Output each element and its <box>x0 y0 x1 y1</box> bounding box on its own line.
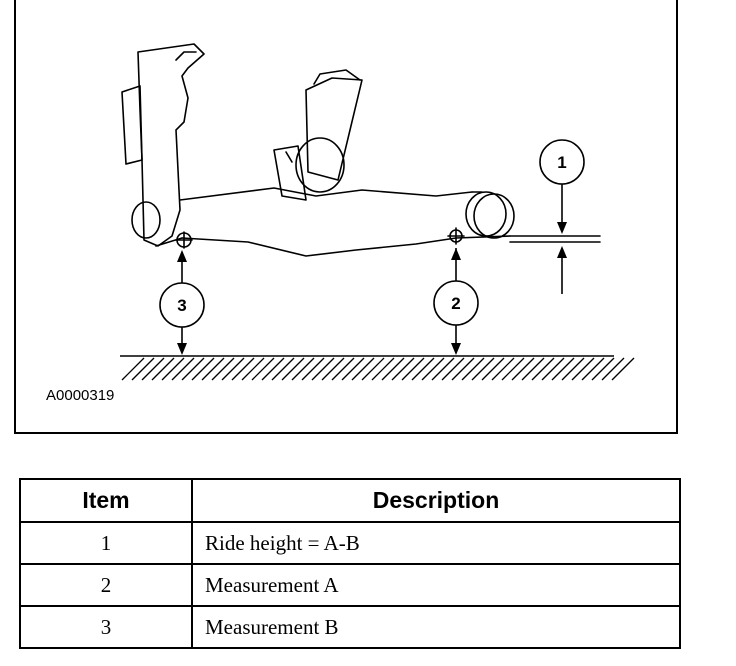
ground-hatch-line <box>551 357 575 381</box>
ground-hatch-line <box>421 357 445 381</box>
ground-hatch-line <box>431 357 455 381</box>
ground-hatch-line <box>351 357 375 381</box>
ground-hatch-line <box>571 357 595 381</box>
ground-hatch-line <box>511 357 535 381</box>
ground-hatch-line <box>521 357 545 381</box>
knuckle <box>121 43 205 247</box>
ground-hatch-line <box>341 357 365 381</box>
ground-hatch-line <box>241 357 265 381</box>
callout-1-label: 1 <box>557 153 566 172</box>
ground-hatch-line <box>271 357 295 381</box>
ground-hatch-line <box>131 357 155 381</box>
figure-id-label: A0000319 <box>46 387 115 404</box>
header-item: Item <box>19 478 193 523</box>
ground-hatch-line <box>611 357 635 381</box>
shock-absorber <box>273 69 363 201</box>
ground-hatch-line <box>561 357 585 381</box>
ground-hatch-line <box>151 357 175 381</box>
row-description: Measurement A <box>191 563 681 607</box>
item-description-table: Item Description 1 Ride height = A-B 2 M… <box>19 478 681 649</box>
ground-hatch-line <box>281 357 305 381</box>
ground-hatch-line <box>581 357 605 381</box>
ground-hatch-line <box>451 357 475 381</box>
ground-hatch-line <box>401 357 425 381</box>
ground-surface <box>120 355 635 381</box>
table-row: 1 Ride height = A-B <box>19 521 681 565</box>
ground-hatch-line <box>171 357 195 381</box>
ground-hatch-line <box>601 357 625 381</box>
ground-hatch-line <box>291 357 315 381</box>
ground-hatch-line <box>471 357 495 381</box>
callout-3: 3 <box>159 250 205 355</box>
ground-hatch-line <box>491 357 515 381</box>
callout-2-label: 2 <box>451 294 460 313</box>
ground-hatch-line <box>161 357 185 381</box>
callout-1: 1 <box>539 139 585 294</box>
ground-hatch-line <box>391 357 415 381</box>
row-item: 3 <box>19 605 193 649</box>
ground-hatch-line <box>191 357 215 381</box>
ground-hatch-line <box>181 357 205 381</box>
row-description: Ride height = A-B <box>191 521 681 565</box>
ground-hatch-line <box>231 357 255 381</box>
callout-3-label: 3 <box>177 296 186 315</box>
measurement-point-b <box>175 231 193 249</box>
row-item: 1 <box>19 521 193 565</box>
pivot-bushing <box>465 191 515 239</box>
ground-hatch-line <box>121 357 145 381</box>
ground-hatch-line <box>301 357 325 381</box>
ground-hatch-line <box>381 357 405 381</box>
ground-hatch-line <box>211 357 235 381</box>
ground-hatch-line <box>441 357 465 381</box>
ground-hatch-line <box>591 357 615 381</box>
table-row: 3 Measurement B <box>19 605 681 649</box>
ground-hatch-line <box>331 357 355 381</box>
ground-hatch-line <box>461 357 485 381</box>
ground-hatch-line <box>501 357 525 381</box>
ground-hatch-line <box>261 357 285 381</box>
ground-hatch-line <box>371 357 395 381</box>
ground-hatch-line <box>411 357 435 381</box>
ground-hatch-line <box>141 357 165 381</box>
ground-hatch-line <box>221 357 245 381</box>
ground-hatch-line <box>481 357 505 381</box>
lower-control-arm <box>155 187 473 257</box>
suspension-diagram-frame: 1 3 2 A0000319 <box>14 0 678 434</box>
table-row: 2 Measurement A <box>19 563 681 607</box>
ground-hatch-line <box>541 357 565 381</box>
header-description: Description <box>191 478 681 523</box>
row-description: Measurement B <box>191 605 681 649</box>
ground-hatch-line <box>251 357 275 381</box>
ground-hatch-line <box>361 357 385 381</box>
ground-hatch-line <box>311 357 335 381</box>
table-header-row: Item Description <box>19 478 681 523</box>
ground-hatch-line <box>321 357 345 381</box>
suspension-diagram: 1 3 2 <box>120 43 635 381</box>
ride-height-reference-lines <box>455 235 601 243</box>
ground-hatch-line <box>531 357 555 381</box>
ground-hatch-line <box>201 357 225 381</box>
measurement-point-a <box>447 227 465 245</box>
row-item: 2 <box>19 563 193 607</box>
callout-2: 2 <box>433 248 479 355</box>
